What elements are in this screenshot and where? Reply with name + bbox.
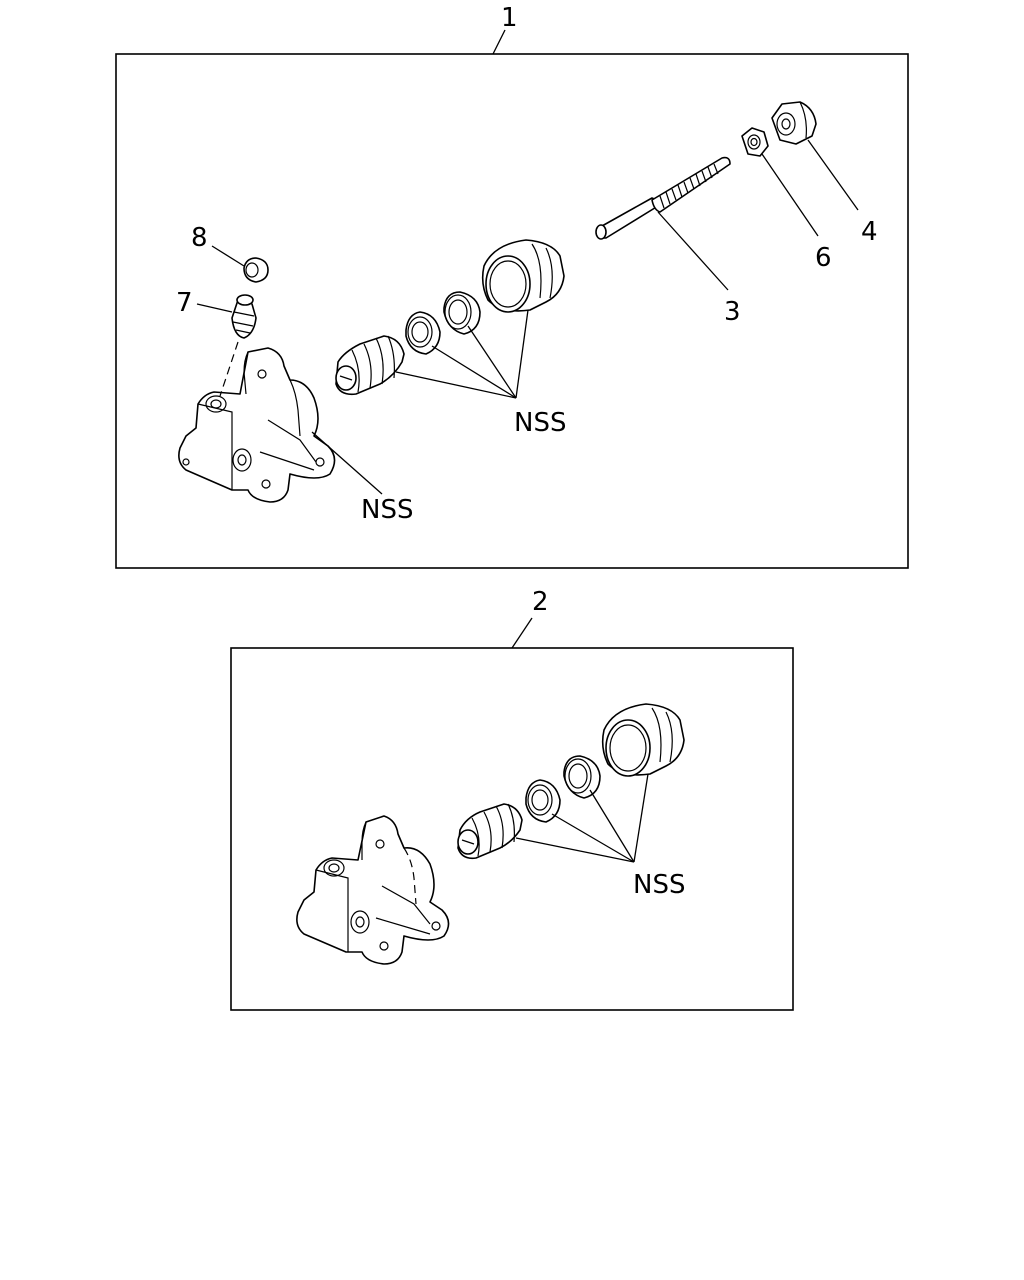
body-nss-leader	[311, 431, 383, 495]
kit-2-group: 2	[230, 587, 794, 1011]
cup-medium-2	[563, 755, 601, 799]
cap-nut-leader	[807, 139, 859, 211]
lock-nut-number: 6	[815, 243, 832, 273]
seals-nss-leader-cup-medium	[467, 325, 517, 399]
seals2-nss-leader-boot	[633, 773, 649, 863]
seals2-nss-leader-piston	[515, 837, 635, 863]
bleeder-screw-number: 7	[176, 288, 193, 318]
bleeder-screw-leader	[196, 303, 233, 313]
kit-1-number: 1	[501, 3, 518, 33]
bleeder-screw	[231, 294, 257, 339]
bleeder-cap-number: 8	[191, 223, 208, 253]
kit-2-number: 2	[532, 587, 549, 617]
bleeder-axis-line	[219, 341, 239, 397]
seals2-nss-leader-cup-small	[551, 813, 635, 863]
kit-1-group: 1 7	[115, 3, 909, 569]
piston-2	[457, 803, 523, 860]
body-nss-label: NSS	[361, 495, 413, 525]
cup-small-2	[525, 779, 561, 823]
lock-nut-leader	[761, 153, 819, 237]
piston-1	[335, 335, 405, 396]
cylinder-body-1	[178, 347, 336, 503]
seals-nss-leader-cup-small	[431, 345, 517, 399]
push-rod-leader	[657, 211, 729, 291]
kit-1-leader	[492, 29, 506, 55]
push-rod-number: 3	[724, 297, 741, 327]
seals2-nss-leader-cup-medium	[589, 789, 635, 863]
push-rod	[595, 156, 731, 240]
cap-nut	[771, 101, 817, 145]
dust-boot-1	[481, 239, 565, 313]
cup-medium-1	[443, 291, 481, 335]
cylinder-body-2	[296, 815, 450, 965]
kit-1-frame	[115, 53, 909, 569]
kit-2-leader	[511, 617, 533, 649]
seals-nss-label: NSS	[514, 408, 566, 438]
seals2-nss-label: NSS	[633, 870, 685, 900]
bleeder-cap	[243, 257, 269, 283]
cap-nut-number: 4	[861, 217, 878, 247]
lock-nut	[741, 127, 769, 157]
seals-nss-leader-boot	[515, 309, 529, 399]
dust-boot-2	[601, 703, 685, 777]
seals-nss-leader-piston	[395, 371, 517, 399]
cup-small-1	[405, 311, 441, 355]
bleeder-cap-leader	[211, 245, 245, 267]
